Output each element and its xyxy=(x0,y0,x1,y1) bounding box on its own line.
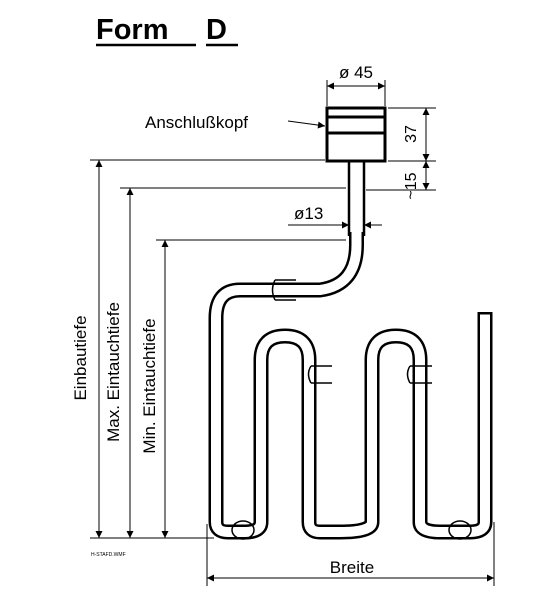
support-clips xyxy=(231,279,472,540)
max-immersion-depth-label: Max. Eintauchtiefe xyxy=(104,302,123,442)
tube-diameter-dimension: ø13 xyxy=(288,204,382,229)
head-height-label: 37 xyxy=(403,125,420,143)
neck-length-label: ~15 xyxy=(403,172,420,199)
installation-depth-label: Einbautiefe xyxy=(71,315,90,400)
file-tag: H-STAFD.WMF xyxy=(91,552,126,558)
head-diameter-label: ø 45 xyxy=(339,63,373,82)
connection-head-label: Anschlußkopf xyxy=(145,113,248,132)
title: Form D xyxy=(96,14,238,47)
min-immersion-depth-label: Min. Eintauchtiefe xyxy=(140,318,159,453)
tube-diameter-label: ø13 xyxy=(294,204,323,223)
width-dimension: Breite xyxy=(206,522,495,586)
width-label: Breite xyxy=(330,558,374,577)
head-height-dimension: 37 xyxy=(388,107,436,162)
neck-length-dimension: ~15 xyxy=(366,161,436,200)
head-diameter-dimension: ø 45 xyxy=(326,63,386,106)
connection-head-callout: Anschlußkopf xyxy=(145,113,326,132)
neck xyxy=(347,161,366,236)
heating-tube xyxy=(208,230,493,540)
connection-head xyxy=(325,106,387,163)
title-letter: D xyxy=(206,14,227,46)
title-form: Form xyxy=(96,14,169,46)
depth-dimensions: Einbautiefe Max. Eintauchtiefe Min. Eint… xyxy=(71,159,346,539)
